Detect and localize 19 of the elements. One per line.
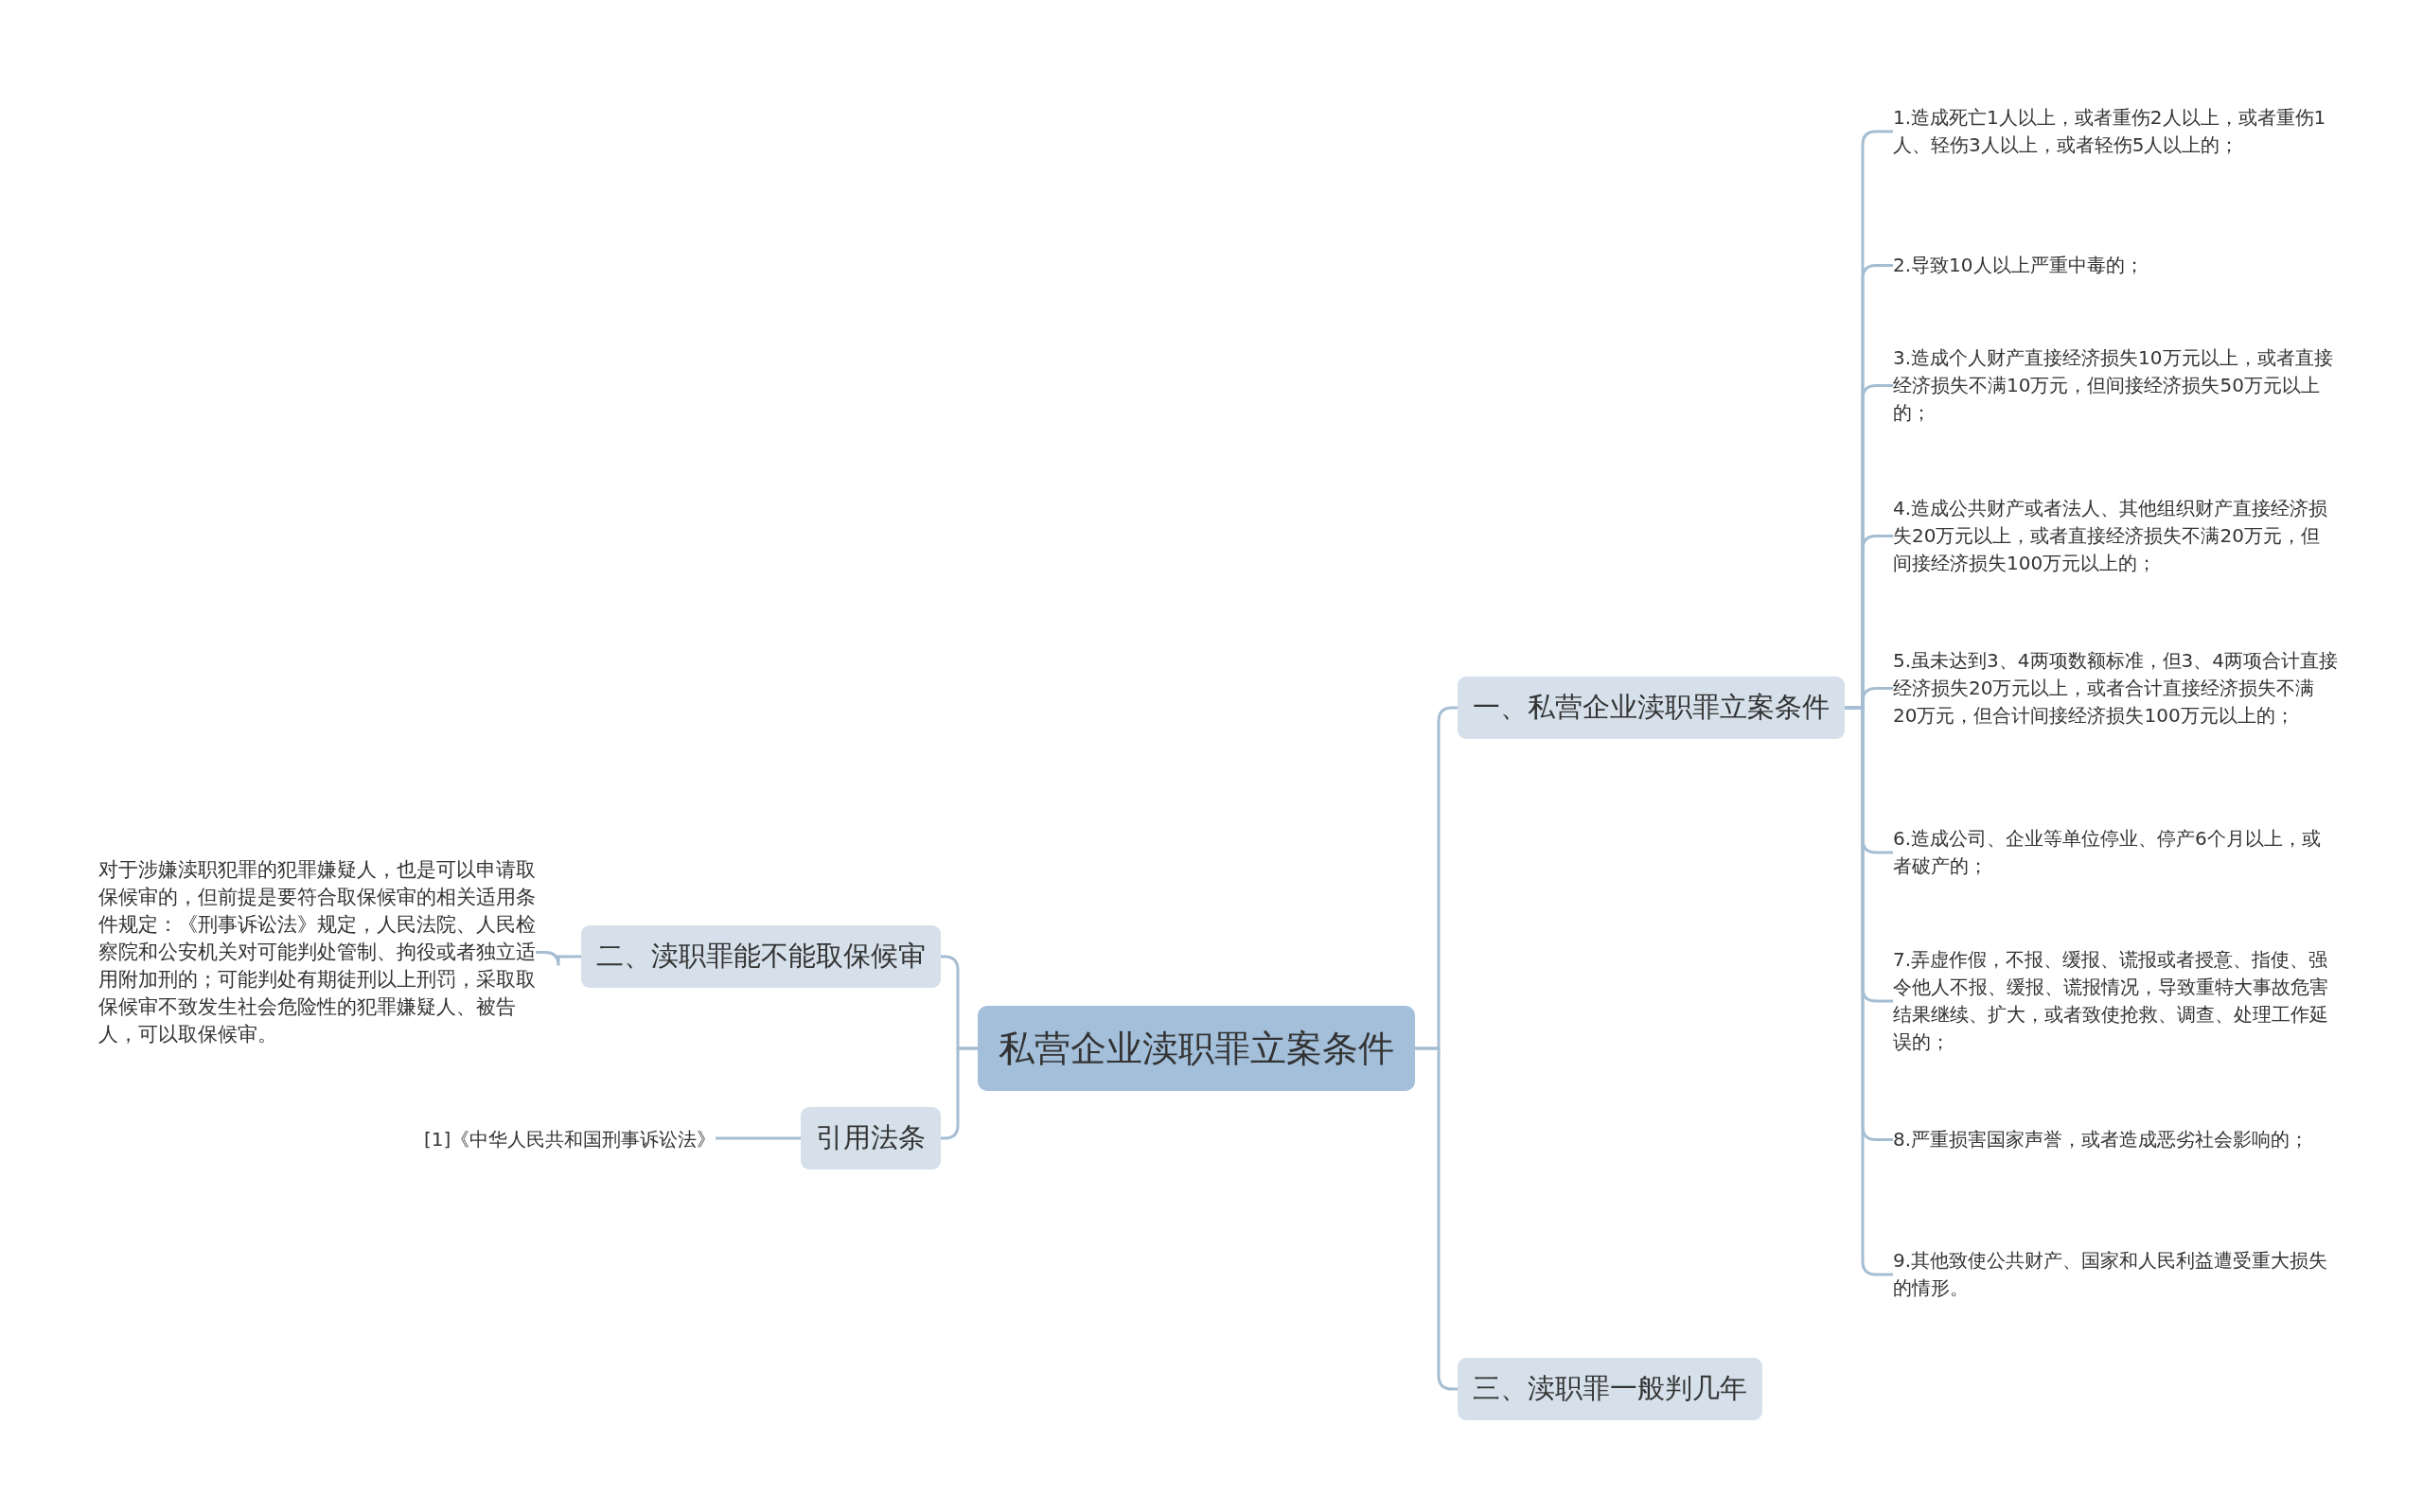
central-topic-box: 私营企业渎职罪立案条件 <box>978 1006 1415 1091</box>
detail-text: 9.其他致使公共财产、国家和人民利益遭受重大损失的情形。 <box>1893 1247 2338 1302</box>
connector-line <box>1415 1046 1458 1391</box>
branch-topic-box: 二、渎职罪能不能取保候审 <box>581 925 941 988</box>
branch-topic-box: 引用法条 <box>801 1107 941 1169</box>
detail-text: 对于涉嫌渎职犯罪的犯罪嫌疑人，也是可以申请取保候审的，但前提是要符合取保候审的相关适用条件规定：《刑事诉讼法》规定，人民法院、人民检察院和公安机关对可能判处管制、拘役或者独立适用附加刑的；可能判处有期徒刑以上刑罚，采取取保候审不致发生社会危险性的犯罪嫌疑人、被告人，可以取保候审。 <box>98 856 536 1048</box>
detail-text: 2.导致10人以上严重中毒的； <box>1893 252 2338 279</box>
detail-text: 4.造成公共财产或者法人、其他组织财产直接经济损失20万元以上，或者直接经济损失不满20万元，但间接经济损失100万元以上的； <box>1893 495 2338 577</box>
detail-text: 6.造成公司、企业等单位停业、停产6个月以上，或者破产的； <box>1893 825 2338 880</box>
detail-text: 7.弄虚作假，不报、缓报、谎报或者授意、指使、强令他人不报、缓报、谎报情况，导致重特大事故危害结果继续、扩大，或者致使抢救、调查、处理工作延误的； <box>1893 946 2338 1056</box>
detail-text: 1.造成死亡1人以上，或者重伤2人以上，或者重伤1人、轻伤3人以上，或者轻伤5人以上的； <box>1893 104 2338 159</box>
connector-line <box>536 951 581 967</box>
detail-text: [1]《中华人民共和国刑事诉讼法》 <box>424 1126 716 1153</box>
detail-text: 3.造成个人财产直接经济损失10万元以上，或者直接经济损失不满10万元，但间接经济损失50万元以上的； <box>1893 344 2338 427</box>
branch-topic-box: 一、私营企业渎职罪立案条件 <box>1458 677 1845 739</box>
connector-line <box>716 1136 801 1140</box>
detail-text: 5.虽未达到3、4两项数额标准，但3、4两项合计直接经济损失20万元以上，或者合计直接经济损失不满20万元，但合计间接经济损失100万元以上的； <box>1893 647 2338 730</box>
detail-text: 8.严重损害国家声誉，或者造成恶劣社会影响的； <box>1893 1126 2338 1153</box>
branch-topic-box: 三、渎职罪一般判几年 <box>1458 1358 1762 1420</box>
